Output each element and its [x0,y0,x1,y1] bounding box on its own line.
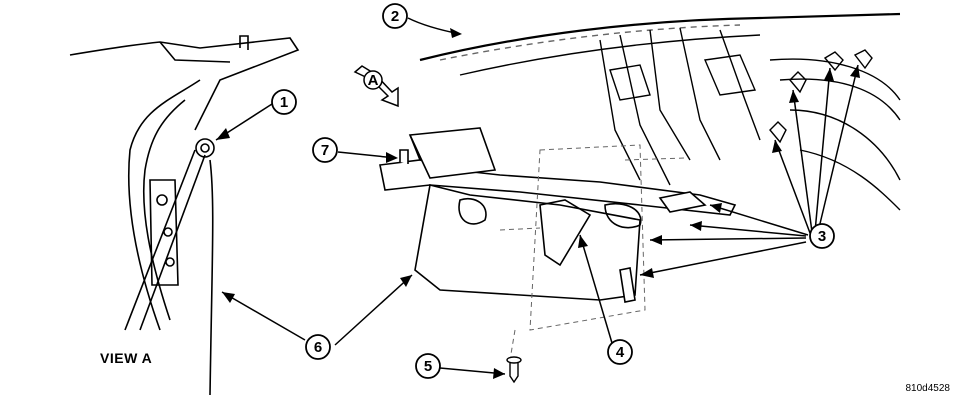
figure-code: 810d4528 [905,383,951,394]
view-a-inset [69,35,300,396]
callout-3-number: 3 [818,228,826,245]
callout-4-number: 4 [616,344,625,361]
view-a-marker-letter: A [368,72,379,89]
callout-4: 4 [607,339,633,365]
arrowheads [216,28,860,379]
callout-2: 2 [382,3,408,29]
mounting-outline [499,144,686,361]
callout-5-number: 5 [424,358,432,375]
callout-2-number: 2 [391,8,399,25]
callout-1-number: 1 [280,94,288,111]
callout-7: 7 [312,137,338,163]
callout-7-number: 7 [321,142,329,159]
view-a-label: VIEW A [100,350,153,366]
view-a-direction-marker: A [353,65,399,108]
vehicle-body [419,12,901,211]
trim-panel [379,127,737,303]
callout-5: 5 [415,353,441,379]
screw [506,356,522,384]
callout-6: 6 [305,334,331,360]
callout-1: 1 [271,89,297,115]
callout-3: 3 [809,223,835,249]
callout-6-number: 6 [314,339,322,356]
